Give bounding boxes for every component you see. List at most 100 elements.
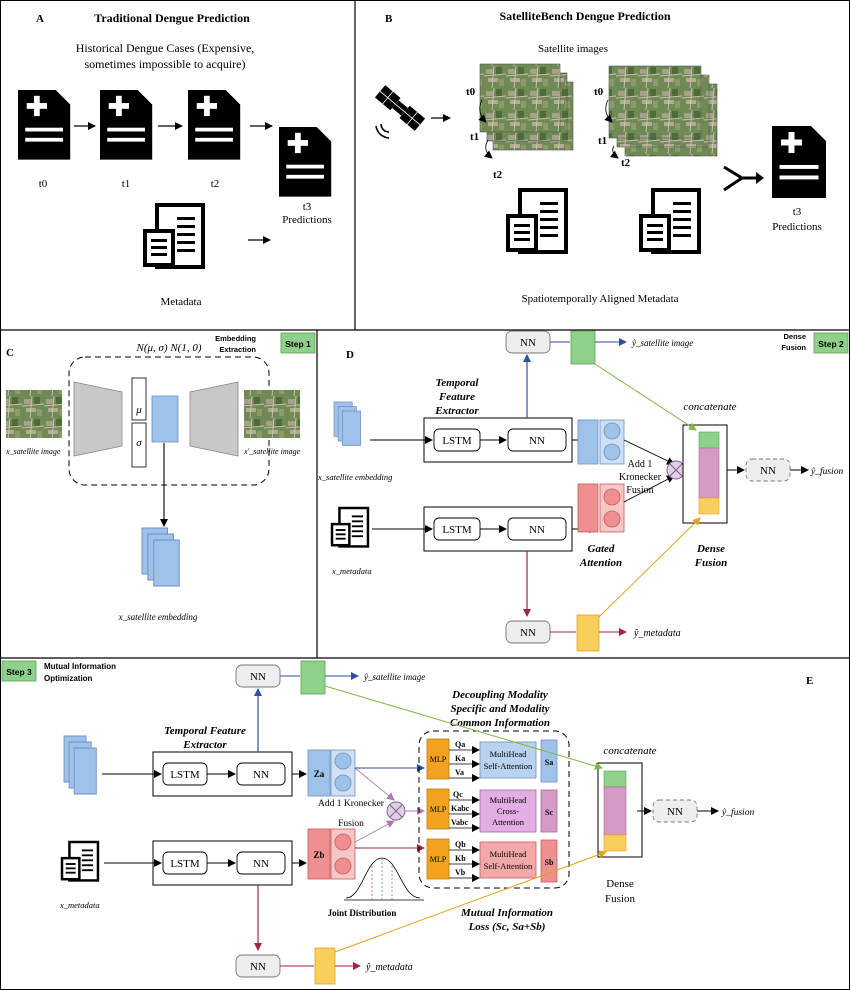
d-red-gate-2: [603, 510, 621, 528]
e-lstm-bottom-label: LSTM: [170, 858, 200, 870]
d-x-sat-emb: x_satellite embedding: [317, 472, 392, 482]
panel-e-letter: E: [806, 675, 813, 687]
e-concat-pink: [603, 786, 627, 836]
b-t1: t1: [470, 131, 479, 143]
label-metadata: Metadata: [161, 296, 202, 308]
e-sc-bar: [540, 789, 558, 833]
e-mh-self-b-2: Self-Attention: [484, 861, 533, 871]
e-ka: Ka: [455, 754, 465, 763]
d-concatenate: concatenate: [683, 401, 736, 413]
d-arrow-yellow: [598, 517, 701, 618]
satellite-icon: [374, 85, 426, 131]
e-mh-self-b-1: MultiHead: [490, 849, 528, 859]
panel-a-title: Traditional Dengue Prediction: [94, 11, 250, 25]
x-sat-embedding-label: x_satellite embedding: [118, 612, 198, 622]
b2-t2: t2: [621, 157, 631, 169]
panel-d: D Dense Fusion Step 2 x_satellite embedd…: [317, 330, 849, 652]
e-concat-green: [603, 770, 627, 788]
e-mh-cross-3: Attention: [492, 817, 525, 827]
e-mh-cross-2: Cross-: [497, 806, 519, 816]
step2-title-2: Fusion: [781, 343, 806, 352]
d-nn-sat-head-label: NN: [520, 337, 536, 349]
panel-c: C Embedding Extraction Step 1 N(μ, σ) N(…: [5, 332, 316, 622]
e-concatenate: concatenate: [603, 745, 656, 757]
step1-label: Step 1: [285, 339, 311, 349]
d-temporal-1: Temporal: [436, 377, 480, 389]
e-arrow-yellow: [334, 850, 607, 953]
label-predictions: Predictions: [282, 214, 332, 226]
document-icon-t3: [279, 127, 332, 197]
e-decoupling-2: Specific and Modality: [451, 703, 550, 715]
b2-t0: t0: [594, 86, 604, 98]
e-mh-self-a-1: MultiHead: [490, 749, 528, 759]
d-nn-top-label: NN: [529, 435, 545, 447]
d-blue-gate-2: [603, 443, 621, 461]
step3-label: Step 3: [6, 667, 32, 677]
e-temporal-1: Temporal Feature: [164, 725, 246, 737]
x-sat-image-prime-label: x'_satellite image: [243, 447, 301, 456]
e-va: Va: [455, 768, 464, 777]
mu-symbol: μ: [135, 404, 142, 416]
e-nn-meta-head-label: NN: [250, 961, 266, 973]
d-arrow-green: [594, 363, 697, 431]
d-embedding-stack: [333, 401, 361, 446]
e-y-fusion: ŷ_fusion: [721, 807, 754, 818]
e-arrow-kron-a: [354, 767, 395, 801]
e-nn-bottom-label: NN: [253, 858, 269, 870]
e-kabc: Kabc: [451, 804, 470, 813]
document-icon-t2: [188, 90, 241, 160]
e-decoupling-box: [418, 730, 570, 889]
e-vabc: Vabc: [451, 818, 468, 827]
e-mlp-a: [426, 738, 450, 780]
e-arrow-kron-b: [354, 820, 395, 843]
step3-title-2: Optimization: [44, 674, 93, 683]
d-lstm-top-label: LSTM: [442, 435, 472, 447]
d-nn-bottom: [507, 517, 567, 541]
e-zb-bar: [307, 828, 331, 880]
step2-badge: [813, 332, 849, 354]
e-decoupling-3: Common Information: [450, 717, 550, 729]
step1-badge: [280, 332, 316, 354]
x-sat-image-label: x_satellite image: [5, 447, 61, 456]
d-kron-3: Fusion: [626, 485, 653, 496]
d-nn-bottom-label: NN: [529, 524, 545, 536]
d-gated-1: Gated: [588, 543, 615, 555]
d-arrow-kron-bottom: [623, 475, 675, 503]
e-mlp-a-label: MLP: [430, 755, 447, 764]
joint-distribution-plot: [344, 857, 424, 901]
sigma-box: [131, 422, 147, 468]
label-t3: t3: [303, 201, 312, 213]
e-qa: Qa: [455, 740, 465, 749]
e-za-gate-2: [334, 774, 352, 792]
d-x-meta: x_metadata: [331, 566, 372, 576]
d-temporal-3: Extractor: [434, 405, 479, 417]
e-nn-fusion-label: NN: [667, 806, 683, 818]
e-za-label: Za: [314, 769, 325, 779]
metadata-icon-b2: [639, 188, 701, 254]
d-arrow-kron-top: [623, 439, 675, 465]
e-sa-bar: [540, 739, 558, 783]
e-y-sat: ŷ_satellite image: [363, 672, 425, 682]
panel-b-letter: B: [385, 13, 393, 25]
d-dense-1: Dense: [696, 543, 725, 555]
latent-vector: [151, 395, 179, 443]
e-temporal-2: Extractor: [182, 739, 227, 751]
satellite-image-t0: [479, 63, 561, 133]
e-embedding-stack: [63, 735, 97, 795]
e-mh-cross-1: MultiHead: [490, 795, 528, 805]
e-mh-self-a-2: Self-Attention: [484, 761, 533, 771]
d-lstm-bottom-label: LSTM: [442, 524, 472, 536]
d-concat-pink: [698, 447, 720, 499]
step3-title-1: Mutual Information: [44, 662, 116, 671]
e-nn-top: [236, 762, 286, 786]
e-zb-gate-1: [334, 833, 352, 851]
sigma-symbol: σ: [136, 437, 142, 449]
e-lstm-top-label: LSTM: [170, 769, 200, 781]
d-red-gate-1: [603, 488, 621, 506]
d-red-bar: [577, 483, 599, 533]
d-nn-fusion-label: NN: [760, 465, 776, 477]
d-blue-bar: [577, 419, 599, 465]
e-metadata-icon: [60, 840, 100, 882]
curve-arrow-3: [604, 99, 613, 123]
